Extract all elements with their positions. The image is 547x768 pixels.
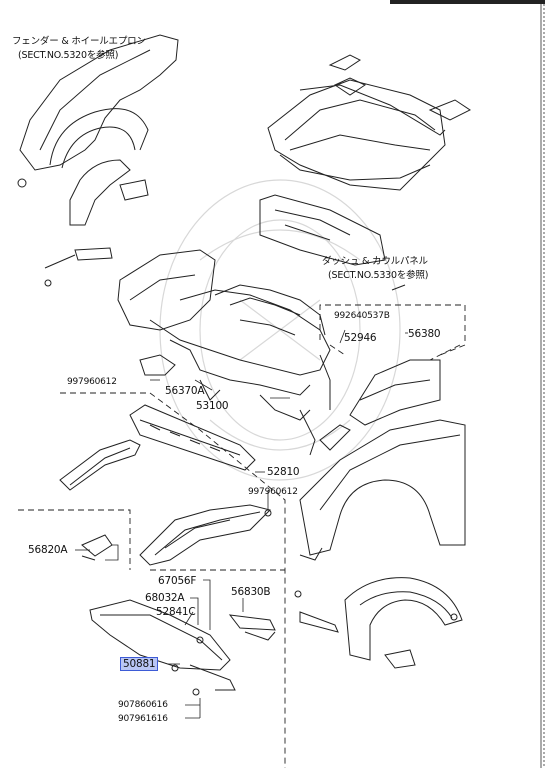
- label-997960612-a[interactable]: 997960612: [67, 377, 117, 387]
- label-50881-highlighted[interactable]: 50881: [120, 657, 159, 671]
- label-52810[interactable]: 52810: [267, 466, 300, 478]
- dashed-boundaries: [18, 304, 466, 768]
- radiator-support-panel: [129, 404, 256, 471]
- label-56820A[interactable]: 56820A: [28, 544, 68, 556]
- label-68032A[interactable]: 68032A: [145, 592, 185, 604]
- label-56370A[interactable]: 56370A: [165, 385, 205, 397]
- label-67056F[interactable]: 67056F: [158, 575, 197, 587]
- bracket-left: [44, 247, 113, 287]
- leader-52841C: [184, 611, 194, 626]
- dash-ref-line2: (SECT.NO.5330を参照): [328, 270, 429, 281]
- cowl-panel-top-right: [259, 54, 471, 291]
- leader-bolts: [185, 704, 200, 719]
- label-997960612-b[interactable]: 997960612: [248, 487, 298, 497]
- page-edge-border: [540, 0, 545, 768]
- undercover-50881: [89, 599, 236, 696]
- label-52946[interactable]: 52946: [344, 332, 377, 344]
- side-member-left: [59, 439, 141, 491]
- part-56820A-shape: [81, 534, 113, 561]
- leader-67056F: [203, 579, 211, 630]
- part-56830B-shape: [228, 614, 276, 641]
- leader-56820A-bracket: [105, 544, 119, 561]
- label-52841C[interactable]: 52841C: [156, 606, 196, 618]
- label-56830B[interactable]: 56830B: [231, 586, 271, 598]
- leader-52946: [339, 329, 346, 344]
- label-992640537B[interactable]: 992640537B: [334, 311, 390, 321]
- label-907860616[interactable]: 907860616: [118, 700, 168, 710]
- leader-lines: [75, 329, 408, 719]
- label-56380[interactable]: 56380: [408, 328, 441, 340]
- fender-assembly-top-left: [17, 34, 179, 226]
- leader-68032A: [190, 597, 199, 625]
- top-edge-bar: [390, 0, 545, 4]
- watermark-emblem: [159, 179, 401, 481]
- leader-56370A: [194, 379, 213, 391]
- front-body-structure: [117, 249, 331, 456]
- fender-ref-line2: (SECT.NO.5320を参照): [18, 50, 119, 61]
- fender-right: [299, 359, 466, 561]
- label-53100[interactable]: 53100: [196, 400, 229, 412]
- wheel-housing-liner: [294, 577, 463, 669]
- radiator-core-support-lower: [139, 504, 272, 566]
- label-907961616[interactable]: 907961616: [118, 714, 168, 724]
- dash-ref-line1: ダッシュ & カウルパネル: [322, 256, 428, 267]
- fender-ref-line1: フェンダー & ホイールエプロン: [12, 36, 146, 47]
